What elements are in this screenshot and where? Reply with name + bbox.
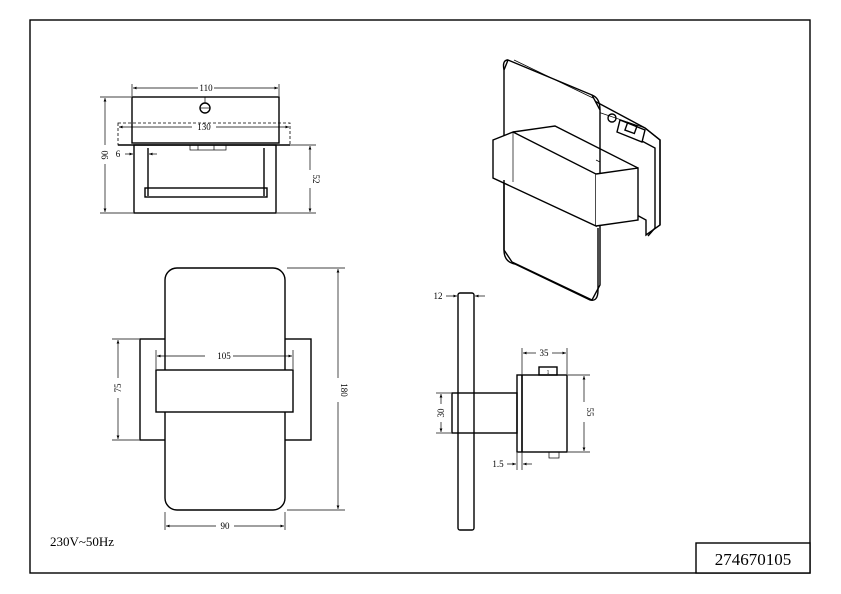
part-number-box [695,542,811,574]
dim-90-top-label: 90 [100,150,110,160]
dim-35-label: 35 [540,348,550,358]
front-view: 105 75 180 90 [112,267,349,531]
dim-130-label: 130 [197,122,211,132]
dim-180-label: 180 [339,383,349,397]
dim-12-label: 12 [434,291,443,301]
dim-6-label: 6 [116,149,121,159]
svg-text:1: 1 [547,370,550,376]
dim-110-label: 110 [199,83,213,93]
dim-30-label: 30 [436,408,446,418]
dim-105-label: 105 [217,351,231,361]
dim-75-label: 75 [113,383,123,393]
dim-90-front-label: 90 [221,521,231,531]
top-view: 110 130 90 6 52 [100,83,321,214]
part-number: 274670105 [715,550,792,569]
voltage-note: 230V~50Hz [50,534,114,549]
isometric-view [492,59,661,301]
drawing-frame [29,19,811,574]
dim-52-label: 52 [311,175,321,184]
dim-1-5-label: 1.5 [492,459,504,469]
side-view: 1 12 35 30 55 1.5 [434,291,595,531]
dim-55-label: 55 [585,408,595,418]
